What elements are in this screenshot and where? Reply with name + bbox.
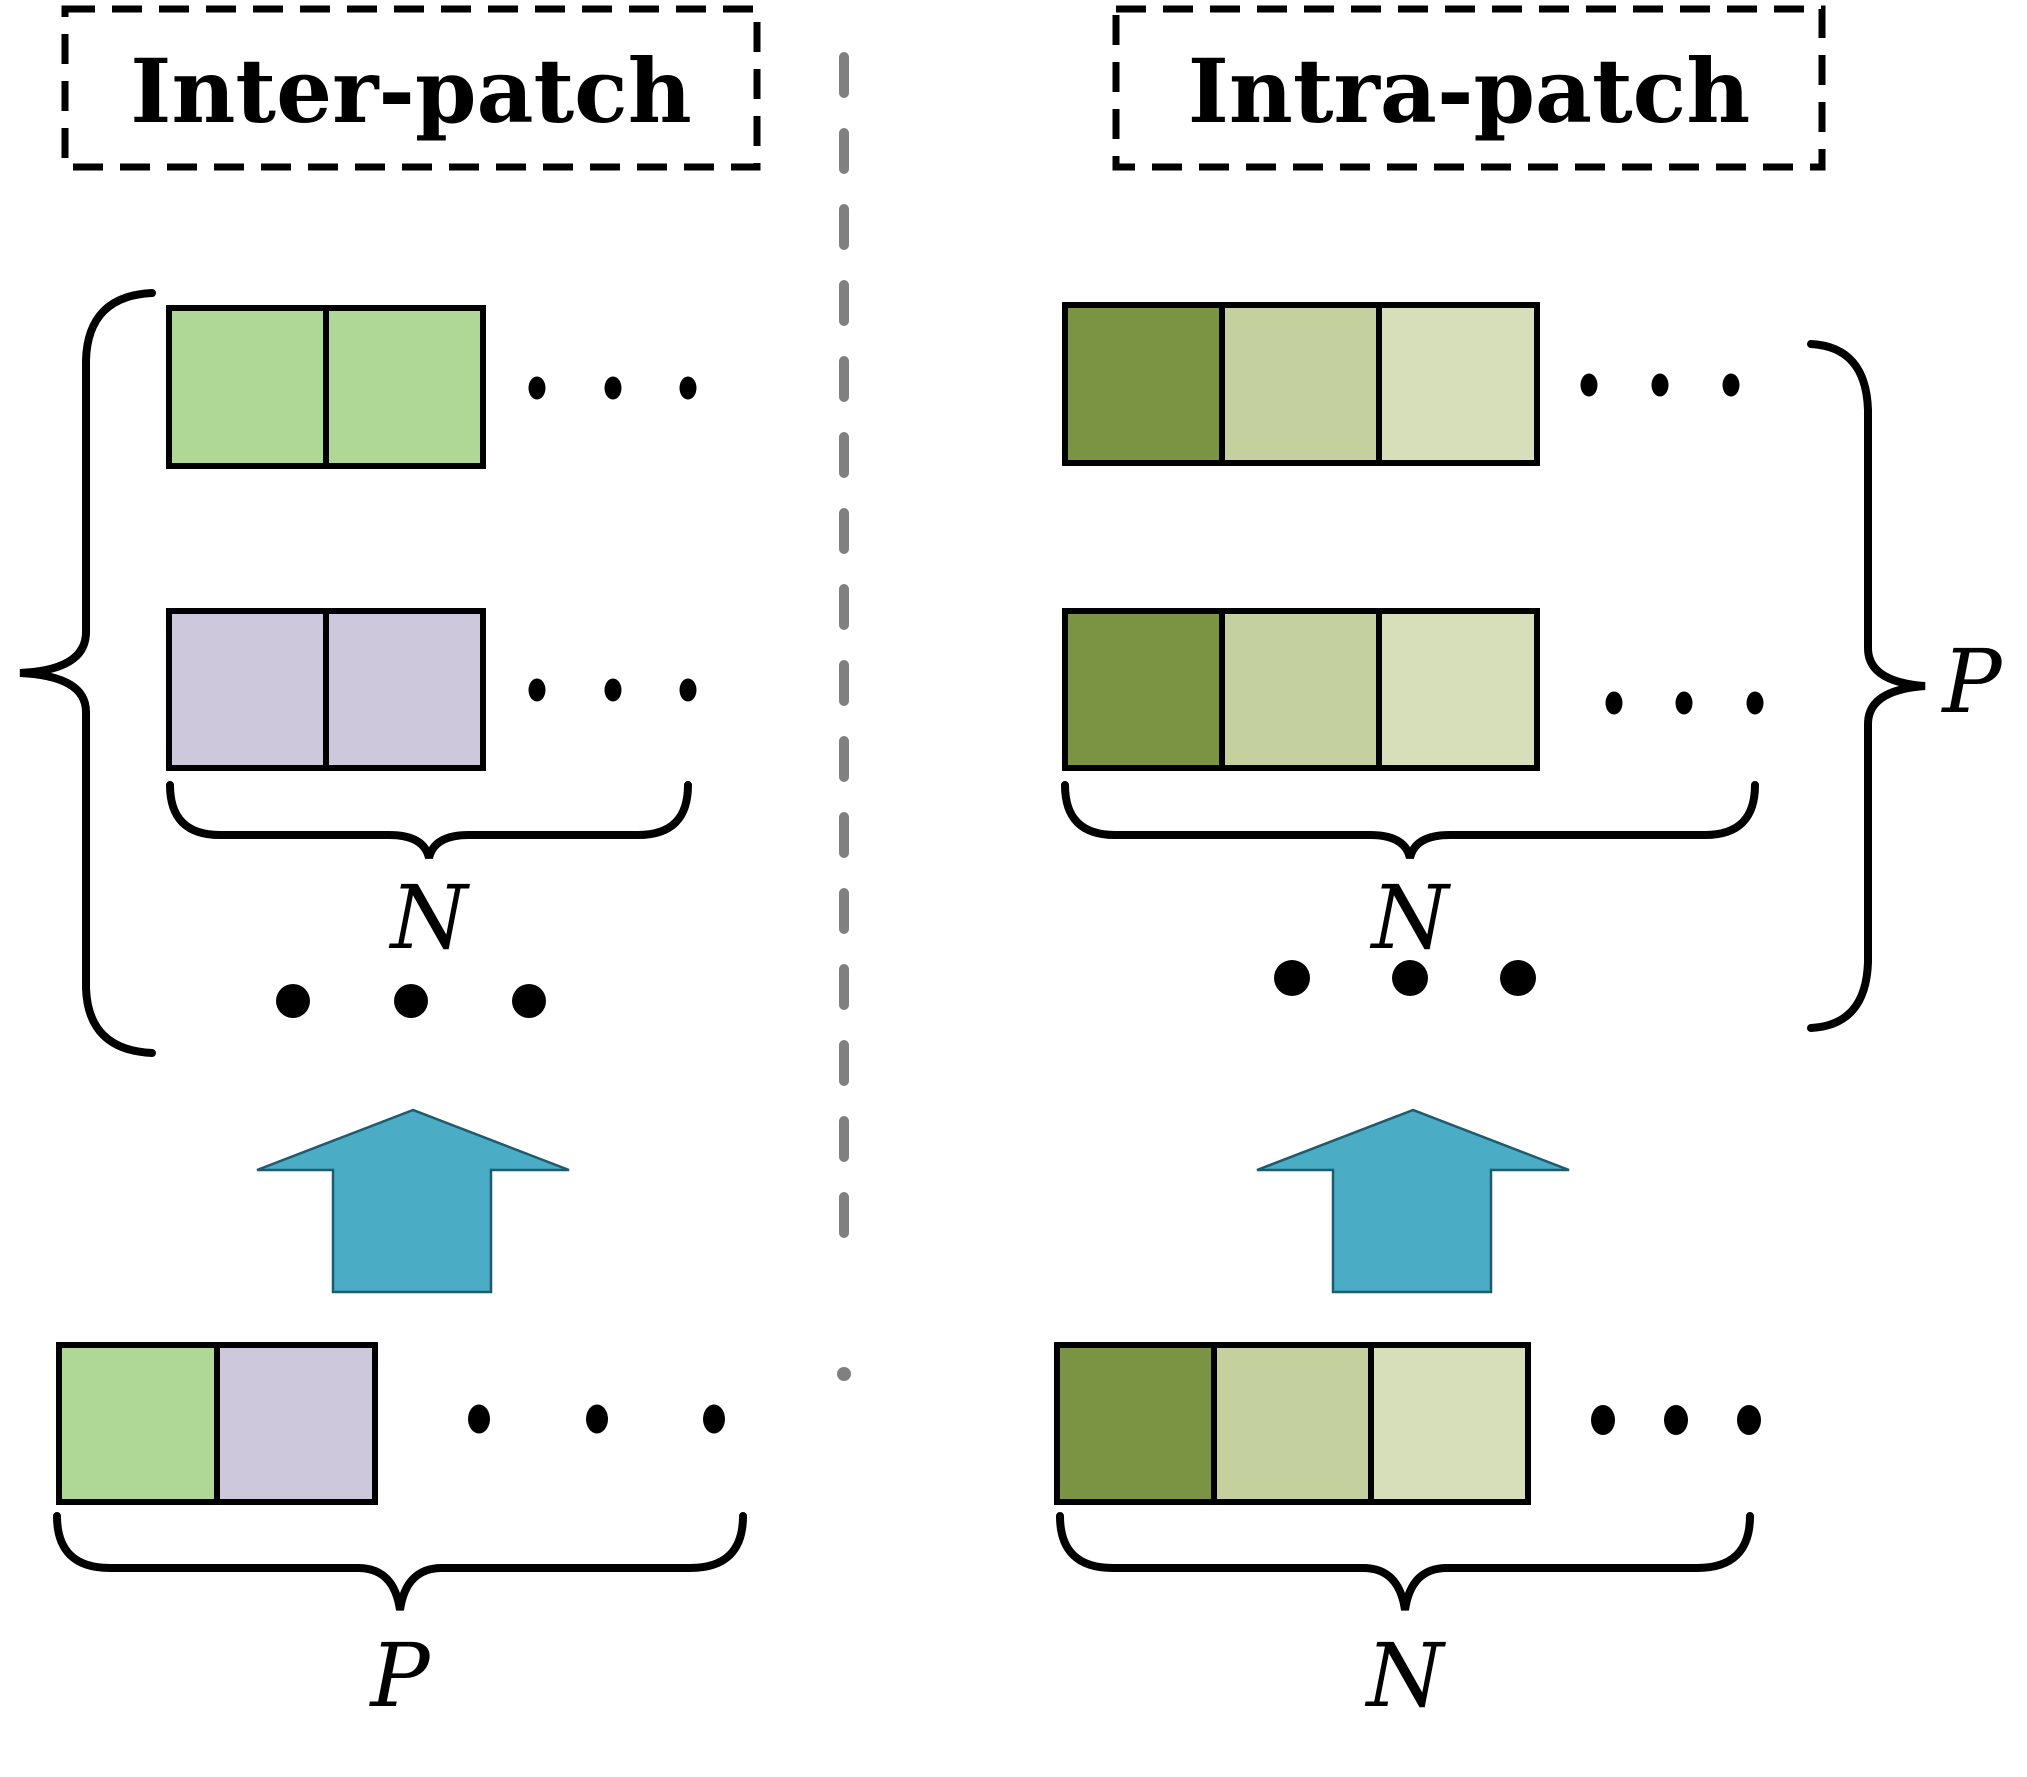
dot: [1722, 373, 1740, 397]
p-label-left: P: [368, 1624, 431, 1727]
ellipsis-dots: [528, 376, 697, 400]
patch-cell: [1062, 608, 1225, 771]
patch-cell: [1368, 1342, 1531, 1505]
divider-end-dot: [837, 1367, 851, 1381]
patch-cell: [1219, 302, 1382, 466]
dot: [512, 984, 546, 1018]
dot: [679, 678, 697, 702]
inter-input-row: [56, 1342, 725, 1505]
vertical-ellipsis-right: [1274, 960, 1536, 996]
up-arrow-left: [256, 1108, 570, 1294]
up-arrow-right: [1256, 1108, 1570, 1294]
patch-cell: [1376, 608, 1540, 771]
intra-row-1: [1062, 302, 1740, 466]
ellipsis-dots: [1580, 373, 1740, 397]
patch-cell: [214, 1342, 378, 1505]
dot: [1500, 960, 1536, 996]
inter-patch-title: Inter-patch: [130, 39, 691, 143]
dot: [679, 376, 697, 400]
patch-cell: [166, 608, 329, 771]
patch-cell: [1219, 608, 1382, 771]
n-label-left: N: [389, 866, 471, 969]
ellipsis-dots: [1591, 1405, 1761, 1435]
intra-patch-title-box: [1112, 5, 1826, 171]
dot: [703, 1404, 725, 1434]
n-label-bottom-right: N: [1365, 1624, 1447, 1727]
dot: [468, 1404, 490, 1434]
inter-patch-title-box: [61, 5, 761, 171]
n-underbrace-right: [1061, 781, 1759, 860]
vertical-ellipsis-left: [276, 984, 546, 1018]
dot: [1664, 1405, 1688, 1435]
patch-cell: [166, 305, 329, 469]
dot: [528, 376, 546, 400]
dot: [586, 1404, 608, 1434]
patch-cell: [323, 608, 486, 771]
patch-cell: [323, 305, 486, 469]
n-underbrace-left: [166, 781, 692, 860]
patch-cell: [1376, 302, 1540, 466]
dot: [604, 376, 622, 400]
patch-cell: [1054, 1342, 1217, 1505]
n-label-right-middle: N: [1370, 866, 1452, 969]
intra-row-2: [1062, 608, 1764, 771]
patch-cell: [56, 1342, 220, 1505]
ellipsis-dots: [528, 678, 697, 702]
dot: [276, 984, 310, 1018]
dot: [1605, 691, 1623, 715]
inter-row-2: [166, 608, 697, 771]
dot: [528, 678, 546, 702]
dot: [1746, 691, 1764, 715]
dot: [1651, 373, 1669, 397]
dot: [1591, 1405, 1615, 1435]
right-group-brace: [1807, 340, 1926, 1032]
dot: [394, 984, 428, 1018]
dot: [1274, 960, 1310, 996]
intra-input-row: [1054, 1342, 1761, 1505]
ellipsis-dots: [468, 1404, 725, 1434]
patch-cell: [1062, 302, 1225, 466]
dot: [1580, 373, 1598, 397]
patch-cell: [1211, 1342, 1374, 1505]
dot: [604, 678, 622, 702]
left-group-brace: [19, 289, 156, 1057]
n-underbrace-bottom-right: [1056, 1512, 1754, 1611]
inter-row-1: [166, 305, 697, 469]
dot: [1675, 691, 1693, 715]
p-underbrace-left: [53, 1512, 747, 1611]
ellipsis-dots: [1605, 691, 1764, 715]
dot: [1737, 1405, 1761, 1435]
intra-patch-title: Intra-patch: [1188, 39, 1750, 143]
dot: [1392, 960, 1428, 996]
p-label-right: P: [1940, 630, 2003, 733]
